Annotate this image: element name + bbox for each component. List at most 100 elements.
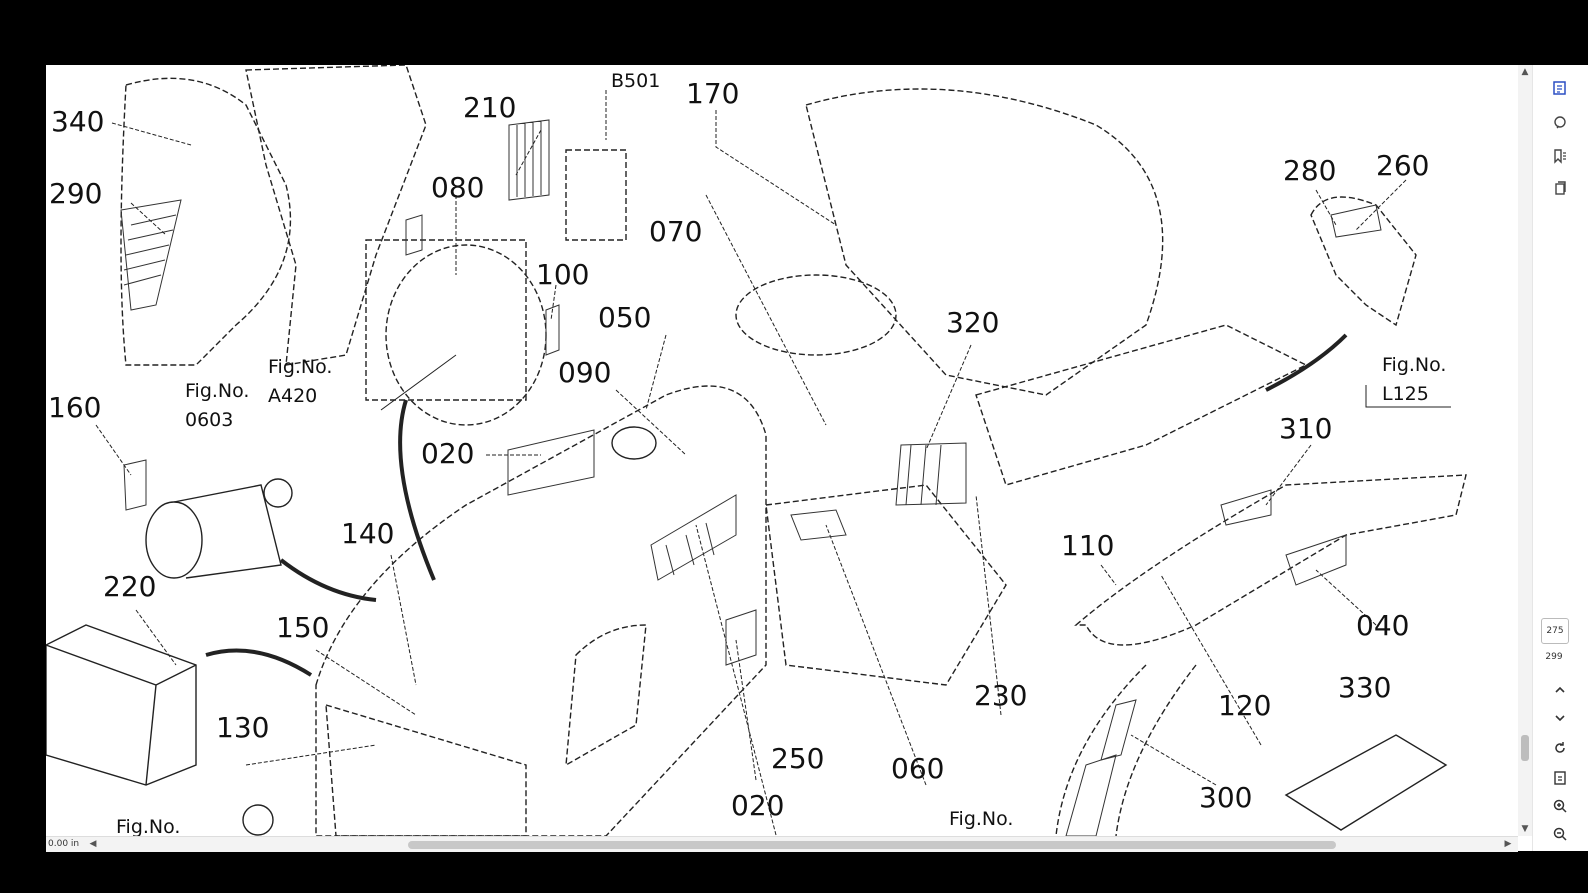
decal-080 bbox=[405, 214, 423, 256]
scroll-down-icon[interactable]: ▼ bbox=[1521, 824, 1529, 834]
left-fender-shape bbox=[120, 77, 292, 366]
zoom-out-icon[interactable] bbox=[1545, 821, 1575, 847]
callout-300: 300 bbox=[1199, 781, 1252, 814]
callout-340: 340 bbox=[51, 105, 104, 138]
cap-130 bbox=[242, 804, 274, 836]
leader-lines bbox=[95, 90, 1407, 836]
callout-160: 160 bbox=[48, 391, 101, 424]
chat-icon[interactable] bbox=[1545, 110, 1575, 136]
decal-290 bbox=[120, 199, 182, 311]
arrow-battery bbox=[205, 648, 313, 677]
radiator-shape bbox=[385, 244, 547, 426]
steering-wheel bbox=[735, 274, 897, 356]
pdf-viewer: 340 290 210 B501 170 080 070 100 050 090… bbox=[46, 65, 1588, 852]
air-cleaner-end bbox=[145, 501, 203, 579]
figref-l125-line2: L125 bbox=[1382, 383, 1429, 405]
callout-020-top: 020 bbox=[421, 437, 474, 470]
part-260 bbox=[1310, 196, 1417, 327]
horizontal-scrollbar[interactable]: 0.00 in ◀ ▶ bbox=[46, 836, 1518, 852]
callout-220: 220 bbox=[103, 570, 156, 603]
callout-040: 040 bbox=[1356, 609, 1409, 642]
callout-130: 130 bbox=[216, 711, 269, 744]
scroll-up-icon[interactable]: ▲ bbox=[1521, 67, 1529, 77]
bookmark-list-icon[interactable] bbox=[1545, 143, 1575, 169]
callout-210: 210 bbox=[463, 91, 516, 124]
decal-100 bbox=[545, 304, 560, 356]
right-toolbar: 275 299 bbox=[1532, 65, 1588, 851]
floor-step bbox=[975, 324, 1308, 486]
callout-260: 260 bbox=[1376, 149, 1429, 182]
rear-fender-shape bbox=[245, 65, 427, 366]
decal-250 bbox=[725, 609, 757, 666]
callout-230: 230 bbox=[974, 679, 1027, 712]
horizontal-scroll-thumb[interactable] bbox=[408, 841, 1336, 849]
radiator-frame bbox=[365, 239, 527, 401]
callout-080: 080 bbox=[431, 171, 484, 204]
callout-120: 120 bbox=[1218, 689, 1271, 722]
battery-shape bbox=[46, 624, 197, 786]
arrow-upper bbox=[398, 399, 436, 581]
grille-shape bbox=[325, 704, 527, 836]
decal-020-top bbox=[507, 429, 595, 496]
callout-250: 250 bbox=[771, 742, 824, 775]
callout-110: 110 bbox=[1061, 529, 1114, 562]
air-cleaner-inlet bbox=[263, 478, 293, 508]
decal-210 bbox=[508, 119, 550, 201]
zoom-readout: 0.00 in bbox=[48, 839, 80, 849]
callout-150: 150 bbox=[276, 611, 329, 644]
hood-shape bbox=[315, 385, 767, 836]
decal-060 bbox=[790, 509, 847, 541]
air-cleaner-body bbox=[173, 484, 282, 579]
decal-040 bbox=[1285, 534, 1347, 586]
figref-bottom-center: Fig.No. bbox=[949, 808, 1013, 830]
battery-edges bbox=[46, 644, 197, 786]
page-fit-icon[interactable] bbox=[1545, 765, 1575, 791]
b501-part bbox=[565, 149, 627, 241]
vertical-scroll-thumb[interactable] bbox=[1521, 735, 1529, 761]
decal-310 bbox=[1220, 489, 1272, 526]
side-panel-shape bbox=[565, 624, 647, 767]
manual-330 bbox=[1284, 734, 1448, 831]
decal-320 bbox=[895, 442, 967, 506]
right-fender-arc-inner bbox=[1115, 664, 1197, 836]
callout-020-bottom: 020 bbox=[731, 789, 784, 822]
document-page[interactable]: 340 290 210 B501 170 080 070 100 050 090… bbox=[46, 65, 1518, 836]
seat-shape bbox=[805, 88, 1164, 396]
scroll-left-icon[interactable]: ◀ bbox=[89, 839, 97, 849]
right-fender-top bbox=[1074, 474, 1467, 646]
callout-320: 320 bbox=[946, 306, 999, 339]
callout-060: 060 bbox=[891, 752, 944, 785]
next-page-icon[interactable] bbox=[1545, 705, 1575, 731]
parts-diagram: 340 290 210 B501 170 080 070 100 050 090… bbox=[46, 65, 1467, 836]
figref-a420-line1: Fig.No. bbox=[268, 356, 332, 378]
callout-070: 070 bbox=[649, 215, 702, 248]
zoom-in-icon[interactable] bbox=[1545, 793, 1575, 819]
callout-050: 050 bbox=[598, 301, 651, 334]
pages-icon[interactable] bbox=[1545, 175, 1575, 201]
previous-page-icon[interactable] bbox=[1545, 677, 1575, 703]
decal-160 bbox=[123, 459, 147, 511]
edit-panel-icon[interactable] bbox=[1545, 75, 1575, 101]
right-fender-arc bbox=[1055, 664, 1147, 836]
callout-290: 290 bbox=[49, 177, 102, 210]
figure-ref-leaders bbox=[380, 354, 1451, 411]
callout-310: 310 bbox=[1279, 412, 1332, 445]
callout-330: 330 bbox=[1338, 671, 1391, 704]
current-page-input[interactable]: 275 bbox=[1541, 618, 1569, 644]
callout-280: 280 bbox=[1283, 154, 1336, 187]
scroll-right-icon[interactable]: ▶ bbox=[1504, 839, 1512, 849]
vertical-scrollbar[interactable]: ▲ ▼ bbox=[1518, 65, 1532, 836]
callout-140: 140 bbox=[341, 517, 394, 550]
rotate-icon[interactable] bbox=[1545, 735, 1575, 761]
decal-300 bbox=[1065, 699, 1137, 836]
arrow-right bbox=[1265, 333, 1348, 392]
figref-0603-line1: Fig.No. bbox=[185, 380, 249, 402]
arrow-left bbox=[279, 558, 377, 602]
callout-b501: B501 bbox=[611, 70, 660, 92]
decal-hatching bbox=[120, 119, 1382, 836]
callout-100: 100 bbox=[536, 258, 589, 291]
callout-170: 170 bbox=[686, 77, 739, 110]
total-pages: 299 bbox=[1545, 652, 1563, 662]
figref-a420-line2: A420 bbox=[268, 385, 317, 407]
figref-0603-line2: 0603 bbox=[185, 409, 233, 431]
